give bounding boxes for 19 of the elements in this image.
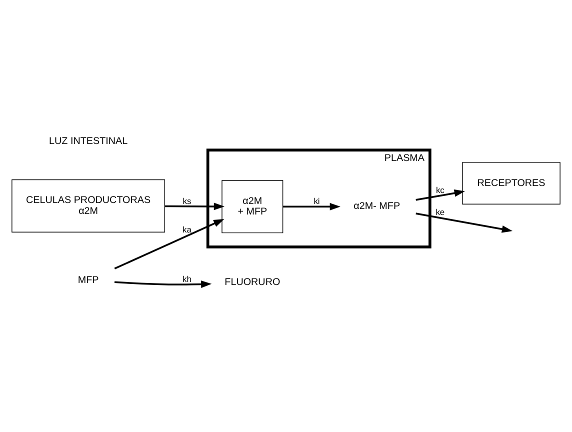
- edge-label: kc: [436, 184, 444, 195]
- arrow: [164, 202, 225, 210]
- node-box: CELULAS PRODUCTORAS α2M: [12, 179, 166, 232]
- edge-label: ks: [182, 196, 192, 206]
- edge-label: kh: [182, 274, 192, 284]
- edge-label: ke: [436, 206, 445, 217]
- node-text: FLUORURO: [224, 276, 280, 288]
- node-text: α2M- MFP: [354, 201, 400, 212]
- edge-label: ki: [314, 196, 320, 206]
- arrow: [282, 202, 340, 210]
- arrow: [114, 280, 212, 288]
- node-box: RECEPTORES: [462, 162, 560, 204]
- arrow: [416, 189, 465, 201]
- label: LUZ INTESTINAL: [49, 136, 128, 148]
- edge-label: ka: [182, 224, 192, 235]
- node-box: α2M + MFP: [222, 180, 284, 234]
- arrow: [416, 212, 513, 233]
- node-text: MFP: [78, 274, 99, 286]
- arrow: [114, 219, 224, 270]
